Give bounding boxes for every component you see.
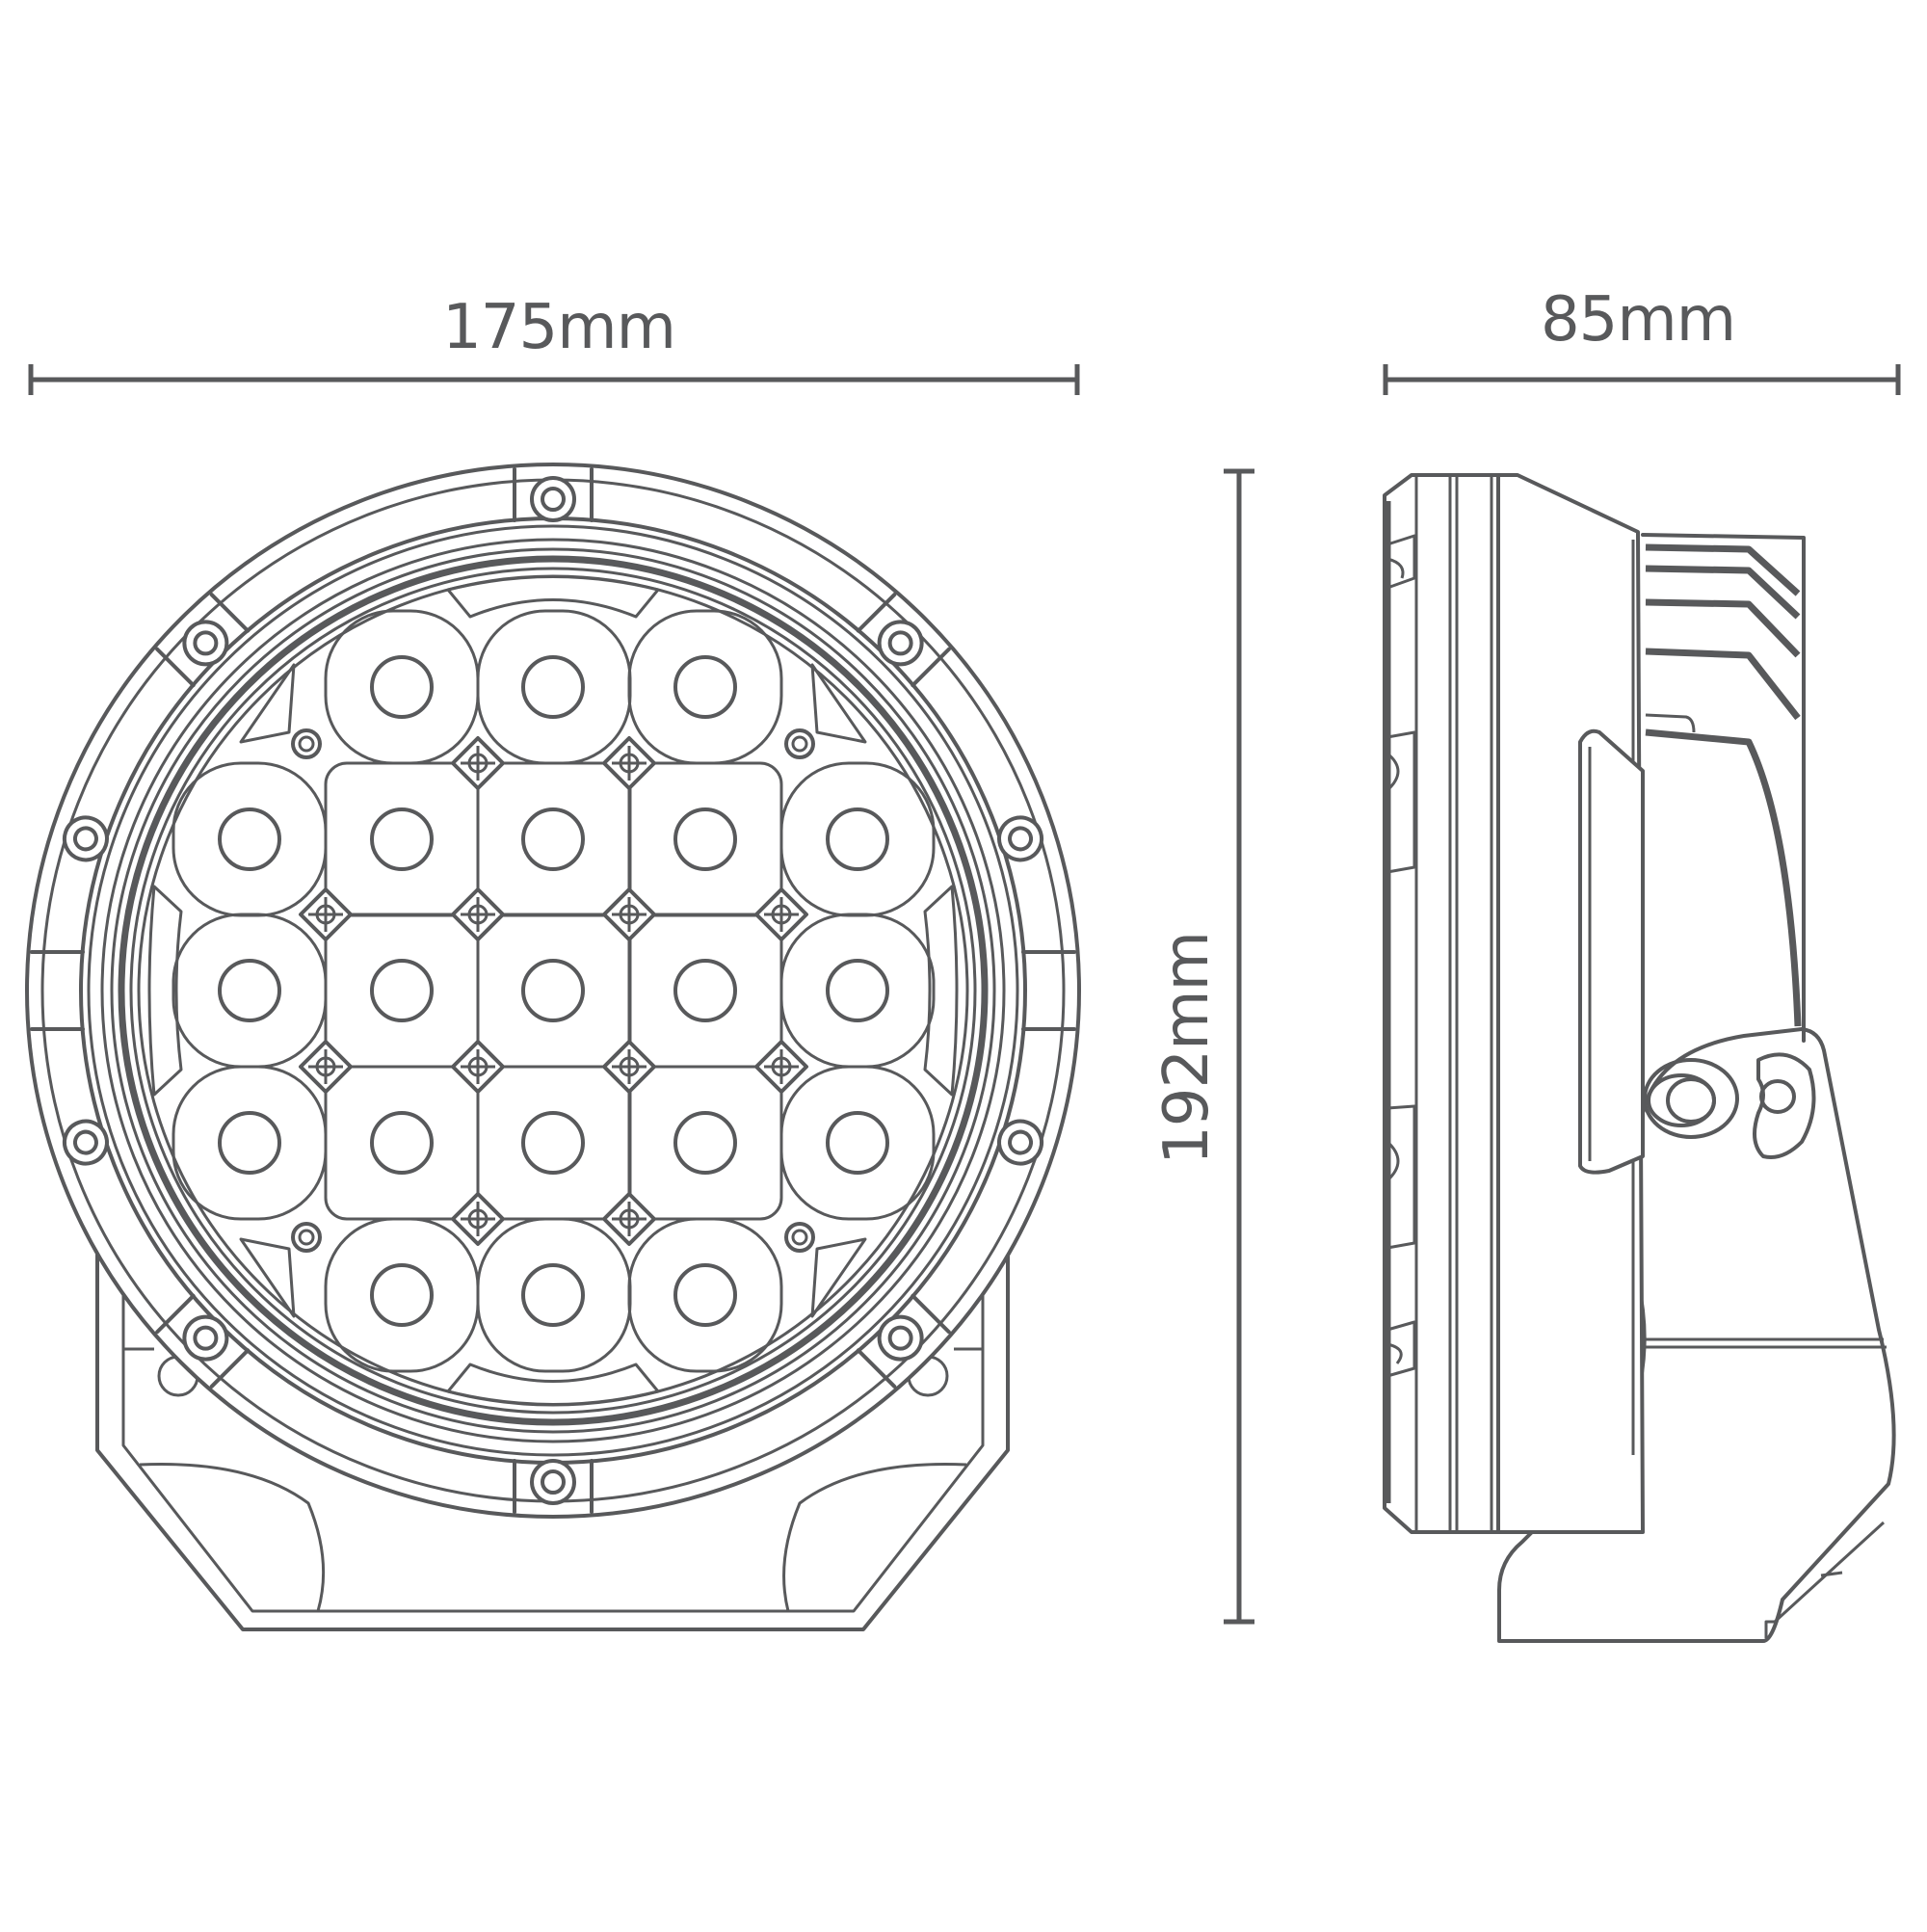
led-emitter-icons bbox=[218, 655, 889, 1327]
bolt-icon bbox=[997, 1119, 1044, 1166]
bezel-bolts bbox=[62, 476, 1044, 1505]
width-dimension-line bbox=[28, 364, 1080, 395]
bolt-icon bbox=[530, 476, 576, 522]
depth-dimension-line bbox=[1383, 364, 1901, 395]
outer-housing bbox=[25, 463, 1081, 1519]
front-view bbox=[25, 463, 1081, 1631]
side-clip bbox=[1578, 728, 1645, 1175]
width-dimension-label: 175mm bbox=[442, 292, 676, 363]
height-dimension-line bbox=[1224, 468, 1254, 1625]
bolt-icon bbox=[530, 1459, 576, 1505]
height-dimension-label: 192mm bbox=[1151, 932, 1223, 1165]
bolt-icon bbox=[62, 1119, 109, 1166]
bolt-icon bbox=[877, 620, 924, 667]
side-view bbox=[1383, 473, 1896, 1643]
bezel-slots bbox=[30, 467, 1076, 1514]
led-array bbox=[172, 609, 936, 1373]
bolt-icon bbox=[997, 815, 1044, 862]
bolt-icon bbox=[62, 815, 109, 862]
bolt-icon bbox=[182, 1314, 229, 1362]
diamond-connector-icons bbox=[299, 736, 808, 1246]
bolt-icon bbox=[877, 1314, 924, 1362]
bolt-icon bbox=[182, 620, 229, 667]
side-bezel bbox=[1383, 473, 1500, 1534]
lens-screws bbox=[291, 728, 815, 1253]
heatsink-fins bbox=[1641, 533, 1806, 1043]
depth-dimension-label: 85mm bbox=[1540, 284, 1736, 356]
front-mount-base bbox=[95, 1251, 1010, 1631]
